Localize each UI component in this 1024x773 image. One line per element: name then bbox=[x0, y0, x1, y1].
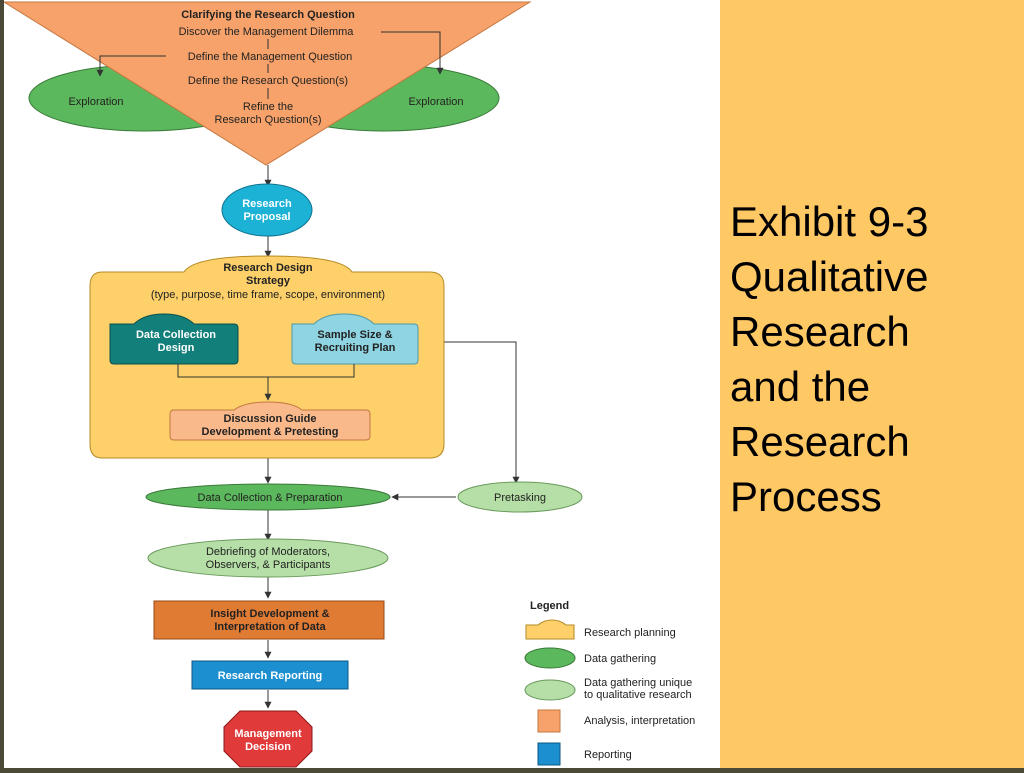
triangle-step4-line1: Refine the bbox=[243, 101, 293, 113]
data-collection-design-line1: Data Collection bbox=[136, 329, 216, 341]
sample-size-plan bbox=[291, 313, 419, 365]
legend-label-reporting: Reporting bbox=[584, 749, 632, 761]
title-line: Qualitative bbox=[730, 253, 929, 300]
debriefing bbox=[147, 538, 389, 578]
pretasking bbox=[457, 481, 583, 513]
proposal-line2: Proposal bbox=[243, 211, 290, 223]
title-line: Exhibit 9-3 bbox=[730, 198, 929, 245]
research-proposal bbox=[221, 183, 313, 237]
strategy-subtitle: (type, purpose, time frame, scope, envir… bbox=[151, 289, 385, 301]
title-panel bbox=[720, 0, 1024, 768]
discussion-guide bbox=[169, 401, 371, 441]
diagram-panel: Exploration Exploration Clarifying the R… bbox=[2, 0, 720, 768]
decision-line2: Decision bbox=[245, 741, 291, 753]
legend-label-analysis: Analysis, interpretation bbox=[584, 715, 695, 727]
sample-size-line2: Recruiting Plan bbox=[315, 342, 396, 354]
decision-line1: Management bbox=[234, 728, 302, 740]
process-diagram: Exploration Exploration Clarifying the R… bbox=[2, 1, 695, 768]
slide-title: Exhibit 9-3 Qualitative Research and the… bbox=[730, 194, 1020, 524]
title-line: Process bbox=[730, 473, 882, 520]
triangle-step2: Define the Management Question bbox=[188, 51, 353, 63]
pretasking-label: Pretasking bbox=[494, 492, 546, 504]
legend-label-research-planning: Research planning bbox=[584, 627, 676, 639]
exploration-left-label: Exploration bbox=[68, 96, 123, 108]
triangle-step3: Define the Research Question(s) bbox=[188, 75, 348, 87]
legend: Legend Research planning Data gathering … bbox=[524, 600, 695, 766]
triangle-connectors bbox=[96, 31, 444, 99]
legend-swatch-reporting bbox=[537, 742, 561, 766]
research-reporting bbox=[191, 660, 349, 690]
data-collection-design bbox=[109, 313, 239, 365]
management-decision bbox=[223, 710, 313, 768]
title-line: Research bbox=[730, 308, 910, 355]
debriefing-line2: Observers, & Participants bbox=[206, 559, 331, 571]
guide-line1: Discussion Guide bbox=[224, 413, 317, 425]
insight-development bbox=[153, 600, 385, 640]
guide-line2: Development & Pretesting bbox=[202, 426, 339, 438]
data-collection-design-line2: Design bbox=[158, 342, 195, 354]
title-line: and the bbox=[730, 363, 871, 410]
data-collection-prep-label: Data Collection & Preparation bbox=[198, 492, 343, 504]
strategy-box bbox=[89, 255, 445, 459]
sample-size-line1: Sample Size & bbox=[317, 329, 392, 341]
clarifying-triangle bbox=[2, 1, 532, 166]
proposal-line1: Research bbox=[242, 198, 292, 210]
legend-title: Legend bbox=[530, 600, 569, 612]
strategy-title-line1: Research Design bbox=[223, 262, 313, 274]
strategy-title-line2: Strategy bbox=[246, 275, 291, 287]
legend-swatch-research-planning bbox=[525, 619, 575, 640]
flow-arrows bbox=[264, 165, 520, 709]
insight-line1: Insight Development & bbox=[210, 608, 329, 620]
triangle-step1: Discover the Management Dilemma bbox=[179, 26, 355, 38]
title-line: Research bbox=[730, 418, 910, 465]
triangle-step4-line2: Research Question(s) bbox=[215, 114, 322, 126]
exploration-right-label: Exploration bbox=[408, 96, 463, 108]
legend-label-data-gathering: Data gathering bbox=[584, 653, 656, 665]
data-collection-prep bbox=[145, 483, 391, 511]
strategy-connectors bbox=[177, 364, 355, 401]
triangle-heading: Clarifying the Research Question bbox=[181, 9, 355, 21]
insight-line2: Interpretation of Data bbox=[214, 621, 326, 633]
legend-swatch-data-gathering bbox=[524, 647, 576, 669]
legend-swatch-data-gathering-qualitative bbox=[524, 679, 576, 701]
legend-label-qualitative-line2: to qualitative research bbox=[584, 689, 692, 701]
reporting-label: Research Reporting bbox=[218, 670, 323, 682]
legend-swatch-analysis bbox=[537, 709, 561, 733]
legend-label-qualitative-line1: Data gathering unique bbox=[584, 677, 692, 689]
debriefing-line1: Debriefing of Moderators, bbox=[206, 546, 330, 558]
